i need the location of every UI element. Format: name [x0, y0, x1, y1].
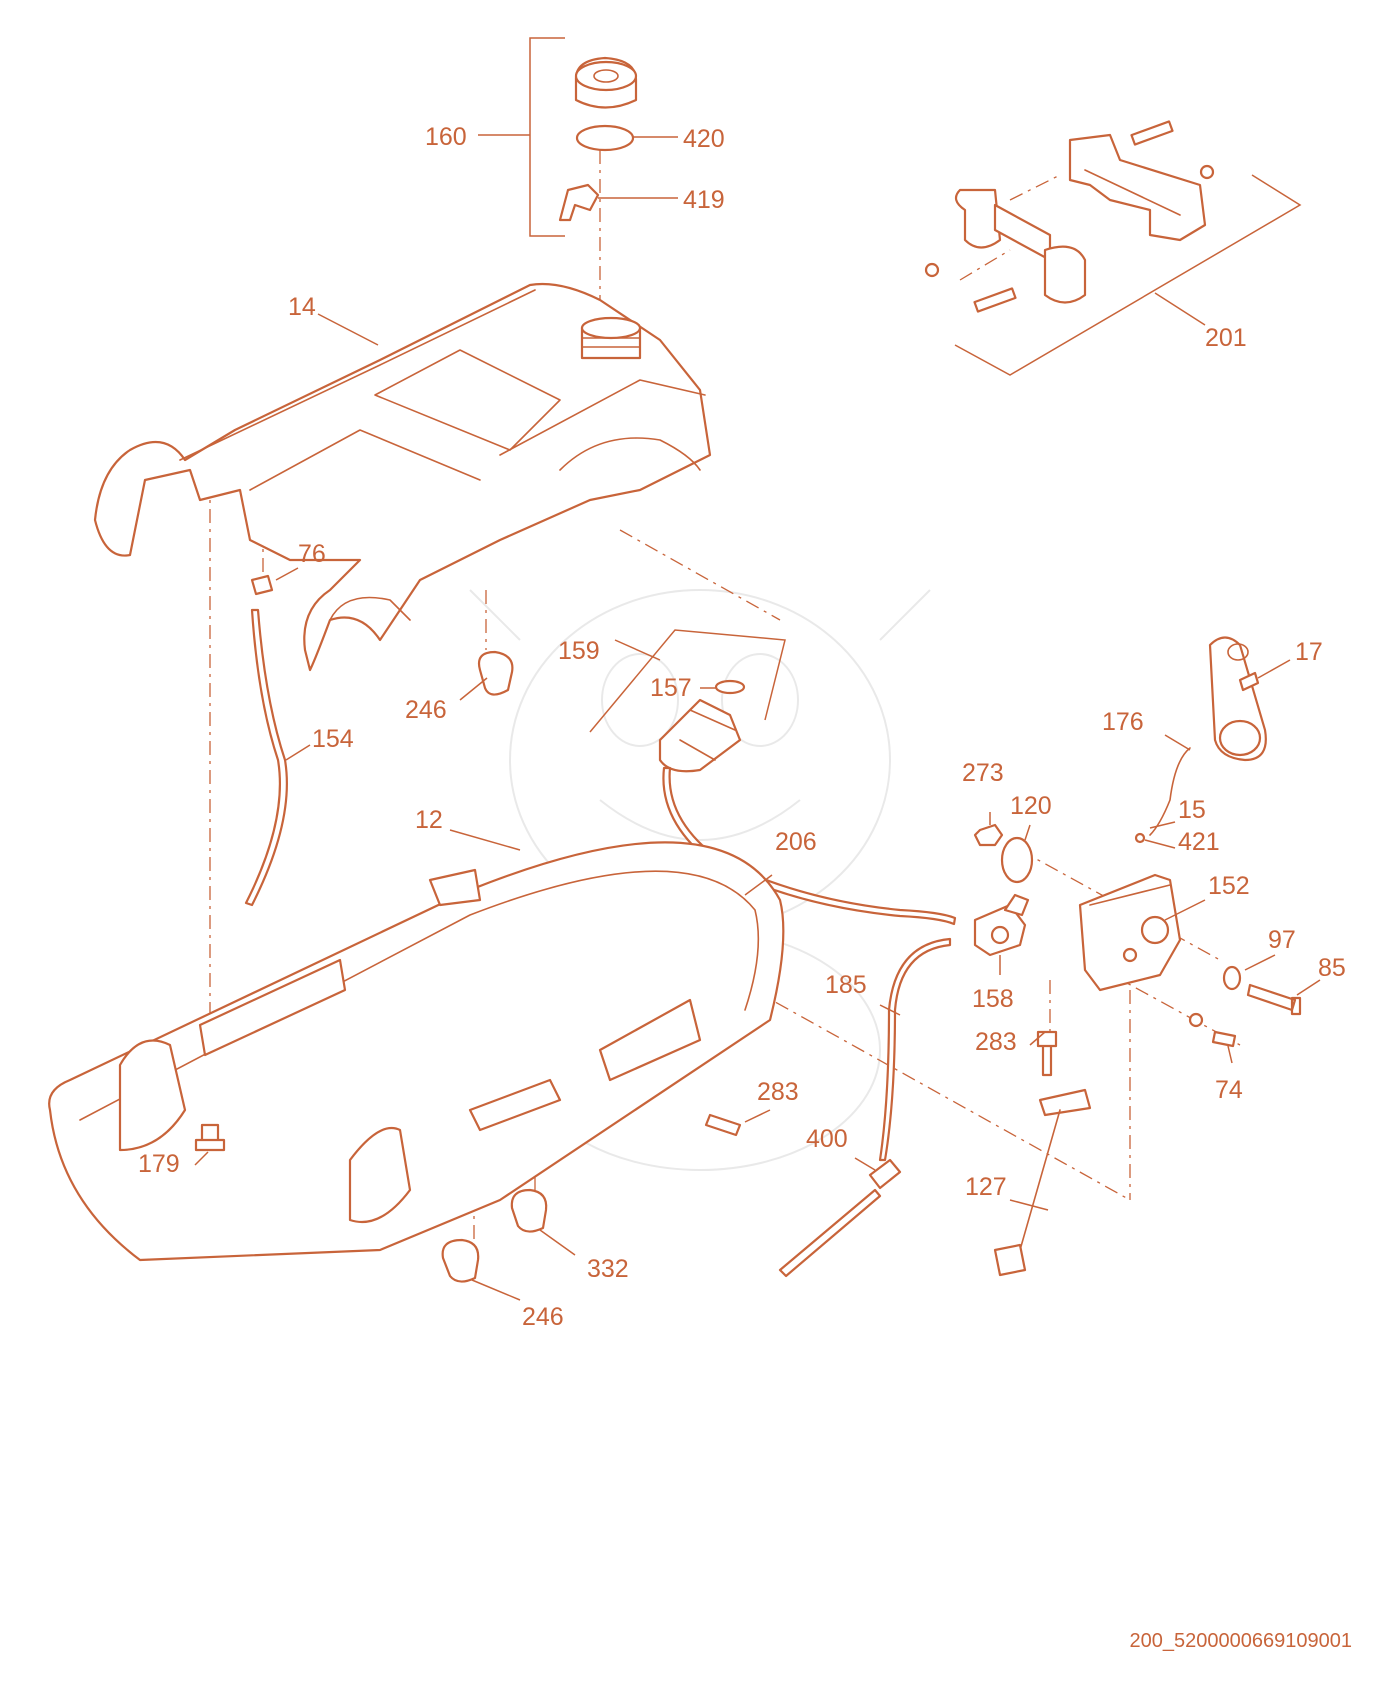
gasket-157 — [714, 679, 746, 695]
hose-clamp-332 — [510, 1188, 548, 1233]
washer-74 — [1188, 1012, 1204, 1028]
label-206: 206 — [775, 828, 817, 856]
label-14: 14 — [288, 293, 316, 321]
o-ring — [575, 124, 635, 152]
frame — [48, 841, 785, 1262]
label-160: 160 — [425, 123, 467, 151]
fuel-tank — [93, 282, 712, 672]
assembly-bracket-160 — [529, 37, 565, 237]
label-17: 17 — [1295, 638, 1323, 666]
document-code: 200_5200000669109001 — [1130, 1630, 1352, 1652]
control-plate — [1078, 873, 1182, 992]
label-127: 127 — [965, 1173, 1007, 1201]
label-283-right: 283 — [975, 1028, 1017, 1056]
hose-clamp-246-lower — [441, 1238, 480, 1283]
label-152: 152 — [1208, 872, 1250, 900]
label-97: 97 — [1268, 926, 1296, 954]
label-154: 154 — [312, 725, 354, 753]
label-201: 201 — [1205, 324, 1247, 352]
label-179: 179 — [138, 1150, 180, 1178]
screw-74 — [1211, 1030, 1237, 1048]
fuel-cap — [574, 56, 638, 109]
fuel-hose-154 — [244, 608, 288, 907]
bolt-283-left — [704, 1113, 742, 1137]
hose-clamp-76 — [250, 574, 274, 596]
bolt-283-right — [1036, 1030, 1058, 1077]
washer-97 — [1222, 965, 1242, 991]
label-421: 421 — [1178, 828, 1220, 856]
label-15: 15 — [1178, 796, 1206, 824]
fuel-filter — [658, 698, 742, 773]
label-74: 74 — [1215, 1076, 1243, 1104]
label-400: 400 — [806, 1125, 848, 1153]
label-85: 85 — [1318, 954, 1346, 982]
throttle-lever — [1134, 636, 1267, 844]
label-420: 420 — [683, 125, 725, 153]
label-176: 176 — [1102, 708, 1144, 736]
label-185: 185 — [825, 971, 867, 999]
label-283-left: 283 — [757, 1078, 799, 1106]
nut-273 — [973, 823, 1004, 847]
label-273: 273 — [962, 759, 1004, 787]
bolt-85 — [1246, 983, 1302, 1016]
cable-400 — [778, 1158, 902, 1278]
leader-lines — [194, 134, 1321, 1301]
label-332: 332 — [587, 1255, 629, 1283]
cap-retainer — [558, 183, 600, 222]
wire-127 — [993, 1088, 1092, 1277]
label-246-lower: 246 — [522, 1303, 564, 1331]
label-246-upper: 246 — [405, 696, 447, 724]
washer-120 — [1000, 836, 1034, 884]
label-157: 157 — [650, 674, 692, 702]
handle-clamp-assembly — [924, 120, 1215, 313]
assembly-bracket-201 — [954, 174, 1302, 376]
filler-neck — [580, 316, 642, 360]
filter-box-159 — [589, 629, 786, 733]
choke-cable-185 — [878, 937, 952, 1162]
bolt-179 — [194, 1123, 226, 1152]
hose-clamp-246 — [477, 650, 514, 696]
label-158: 158 — [972, 985, 1014, 1013]
label-76: 76 — [298, 540, 326, 568]
part-labels: 160 420 419 14 201 76 159 157 246 154 17… — [138, 123, 1346, 1331]
label-120: 120 — [1010, 792, 1052, 820]
fuel-valve — [973, 893, 1030, 957]
label-159: 159 — [558, 637, 600, 665]
label-12: 12 — [415, 806, 443, 834]
label-419: 419 — [683, 186, 725, 214]
